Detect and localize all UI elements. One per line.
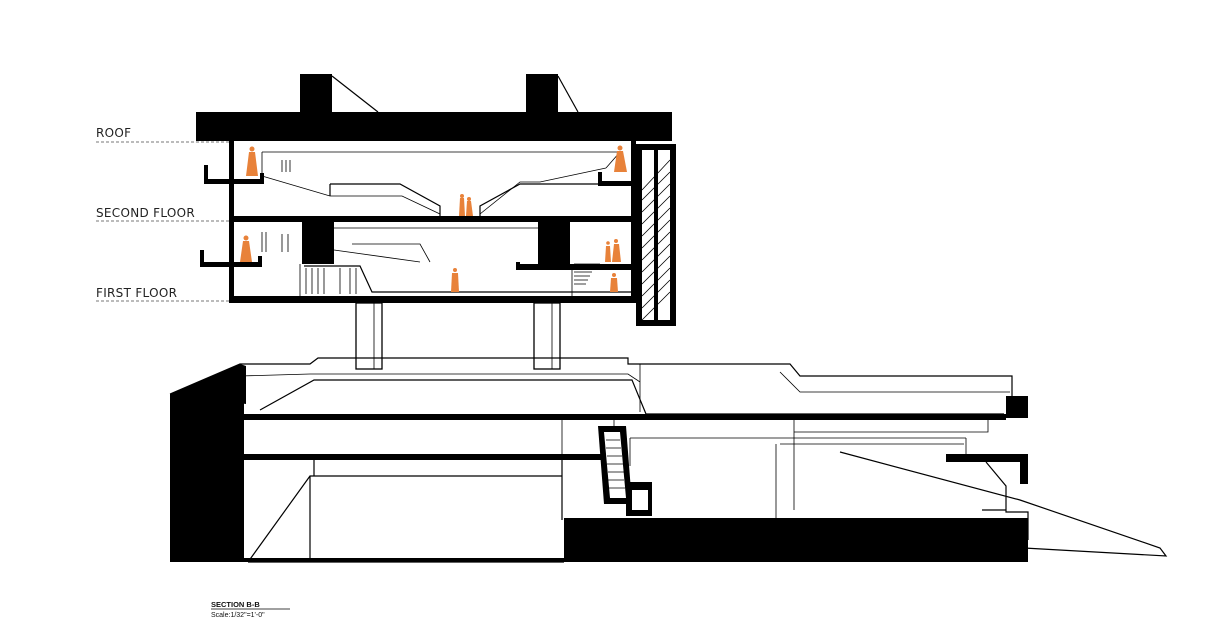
section-title: SECTION B-B xyxy=(211,600,260,609)
escalator-treads xyxy=(606,439,625,489)
second-floor-void-right xyxy=(479,172,601,216)
second-floor-level-label: SECOND FLOOR xyxy=(96,206,195,220)
first-floor-interior-outline xyxy=(299,227,573,296)
figure-roof-right xyxy=(614,145,627,172)
figure-roof-left xyxy=(246,146,258,176)
figure-second-left xyxy=(240,235,252,262)
core-right xyxy=(538,222,570,264)
roof-slab xyxy=(196,112,672,141)
figure-first-center xyxy=(451,268,459,292)
lower-ramp xyxy=(839,451,1168,557)
balcony-right-lower xyxy=(516,262,632,270)
first-floor-level-label: FIRST FLOOR xyxy=(96,286,177,300)
ground-base-poche xyxy=(564,518,1028,562)
rooftop-unit-right xyxy=(526,74,558,112)
rooftop-unit-right-skylight xyxy=(557,75,579,113)
lower-roof-plane xyxy=(259,379,1004,415)
lower-roof-slab xyxy=(244,414,1006,420)
lower-roof-deck-inner xyxy=(239,364,1010,412)
core-left xyxy=(302,222,334,264)
second-floor-void-left xyxy=(329,183,441,216)
figure-pair-center xyxy=(459,194,473,216)
exterior-stair-stringer xyxy=(654,150,658,320)
first-floor-floor-line xyxy=(304,265,632,293)
lower-east-box xyxy=(1006,396,1028,418)
interior-stair-small xyxy=(574,263,600,285)
level-markers: ROOF SECOND FLOOR FIRST FLOOR xyxy=(96,126,232,302)
lower-roof-deck xyxy=(169,357,1013,398)
scale-text: Scale:1/32"=1'-0" xyxy=(211,612,265,619)
ground-slab-thin xyxy=(244,558,564,562)
first-floor-slab xyxy=(229,296,636,303)
rooftop-unit-left-skylight xyxy=(331,75,379,113)
column-joints xyxy=(373,303,553,369)
escalator-inner xyxy=(604,432,626,498)
second-floor-interior-outline xyxy=(261,151,621,215)
window-marks-west xyxy=(261,160,291,252)
figure-first-right xyxy=(610,273,618,292)
west-poche-wall xyxy=(170,394,244,562)
second-floor-slab xyxy=(229,216,636,222)
rooftop-unit-left xyxy=(300,74,332,112)
roof-level-label: ROOF xyxy=(96,126,131,140)
upper-building xyxy=(196,74,676,326)
column-right xyxy=(533,302,561,370)
balcony-left-upper xyxy=(204,165,264,184)
lower-gallery-outline xyxy=(247,460,563,563)
support-columns xyxy=(355,302,561,370)
escalator-base-opening xyxy=(632,490,648,510)
column-left xyxy=(355,302,383,370)
balcony-left-lower xyxy=(200,250,262,267)
title-block: SECTION B-B Scale:1/32"=1'-0" xyxy=(211,600,290,619)
balcony-right-upper xyxy=(598,172,632,186)
west-poche-top xyxy=(170,364,246,404)
lower-mid-slab-east xyxy=(946,454,1028,484)
first-floor-stair-hatch xyxy=(305,268,357,294)
human-figures xyxy=(240,145,627,292)
lower-building xyxy=(169,357,1168,563)
figure-second-right xyxy=(605,239,621,262)
lower-mid-slab xyxy=(244,454,610,460)
